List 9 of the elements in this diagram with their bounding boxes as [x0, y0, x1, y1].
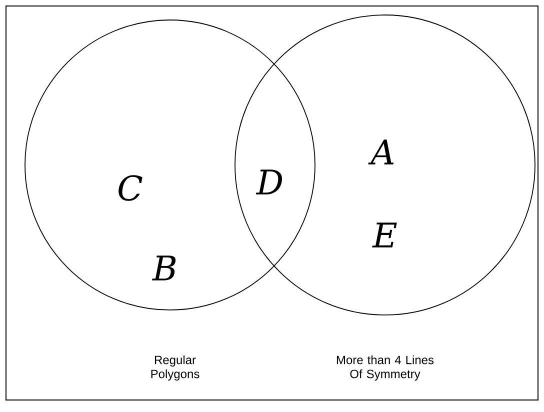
handwritten-letter: D	[256, 170, 282, 194]
venn-circle	[234, 14, 536, 316]
handwritten-letter: B	[152, 256, 176, 280]
set-label: Regular Polygons	[151, 355, 200, 381]
handwritten-letter: A	[368, 140, 394, 164]
handwritten-letter: E	[372, 222, 397, 248]
handwritten-letter: C	[118, 175, 142, 201]
set-label: More than 4 Lines Of Symmetry	[336, 355, 434, 381]
venn-circle	[24, 20, 316, 310]
